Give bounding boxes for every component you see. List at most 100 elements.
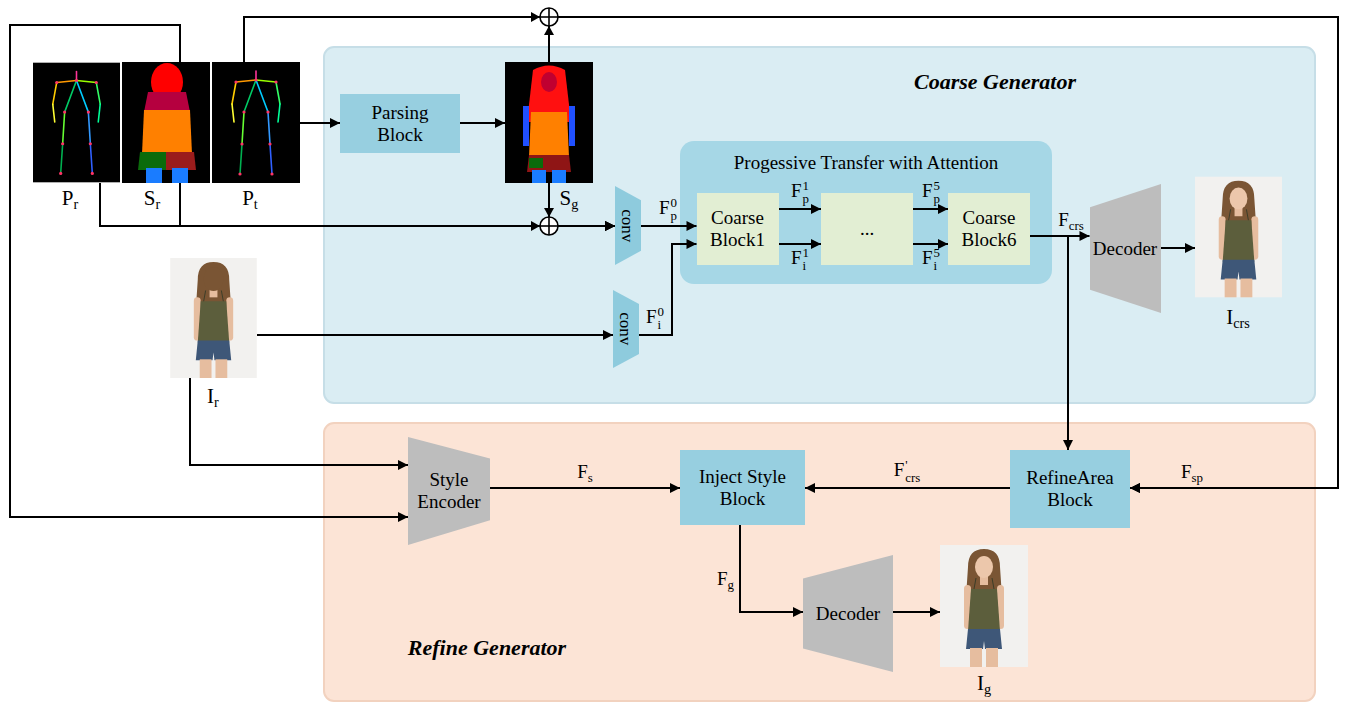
parsing-map xyxy=(138,152,168,170)
image-node: Sg xyxy=(505,62,593,183)
pose-map xyxy=(33,63,120,183)
subscript: r xyxy=(155,197,160,213)
connector xyxy=(740,525,803,612)
edge-label: Fp0 xyxy=(659,197,677,223)
sum-symbol xyxy=(548,217,550,235)
connector xyxy=(1030,236,1068,450)
trapezoid-block: Style Encoder xyxy=(408,437,490,545)
box-label: ... xyxy=(860,218,874,240)
parsing-map xyxy=(122,62,210,183)
connector xyxy=(893,611,940,613)
symbol-base: S xyxy=(560,186,572,210)
module-panel: Progessive Transfer with AttentionCoarse… xyxy=(680,141,1052,284)
index: p xyxy=(934,193,940,206)
index: ' xyxy=(905,459,907,472)
panel-ground xyxy=(324,423,1315,701)
edge-label: F'crs xyxy=(894,459,921,485)
image-node: Ir xyxy=(170,258,257,378)
connector xyxy=(549,17,1338,488)
process-box: ... xyxy=(821,193,913,265)
index: crs xyxy=(905,472,920,485)
sum-symbol xyxy=(531,208,558,235)
index: i xyxy=(803,260,807,273)
trapezoid-shape xyxy=(408,437,490,545)
block-label: conv xyxy=(616,312,636,345)
index: 0 xyxy=(671,197,677,210)
index-stack: i1 xyxy=(803,247,809,273)
symbol-base: P xyxy=(62,186,74,210)
parsing-map xyxy=(166,152,196,170)
trapezoid-block: Decoder xyxy=(1090,184,1161,313)
index: i xyxy=(934,260,938,273)
subscript: r xyxy=(214,395,219,411)
process-box: Coarse Block6 xyxy=(948,193,1030,265)
person-photo xyxy=(940,545,1028,667)
index-stack: p0 xyxy=(671,197,677,223)
image-caption: Icrs xyxy=(1226,305,1250,331)
parsing-map xyxy=(144,92,190,112)
trapezoid-block: Decoder xyxy=(803,555,893,672)
connector xyxy=(190,378,408,465)
sum-symbol xyxy=(531,12,540,22)
subscript: g xyxy=(728,577,734,592)
subscript: t xyxy=(254,197,258,213)
symbol-base: F xyxy=(894,459,905,480)
subscript: s xyxy=(588,470,593,485)
box-label: Parsing Block xyxy=(355,102,445,146)
symbol-base: S xyxy=(144,186,156,210)
edge-label: Fi0 xyxy=(646,306,664,332)
edge-label: Fsp xyxy=(1181,461,1203,485)
trapezoid-shape xyxy=(1090,184,1161,313)
image-caption: Sr xyxy=(144,186,160,212)
process-box: Coarse Block1 xyxy=(697,193,779,265)
symbol-base: F xyxy=(659,197,670,218)
box-label: Coarse Block1 xyxy=(703,207,773,251)
parsing-map xyxy=(505,62,593,183)
sum-symbol xyxy=(540,217,558,235)
image-caption: Pt xyxy=(242,186,258,212)
image-caption: Ir xyxy=(207,384,219,410)
sum-symbol xyxy=(548,8,550,26)
trapezoid-shape xyxy=(613,290,639,368)
parsing-map xyxy=(552,170,566,183)
parsing-map xyxy=(142,110,192,154)
symbol-base: I xyxy=(1226,305,1233,329)
symbol-base: F xyxy=(577,461,588,482)
connector xyxy=(1161,247,1196,249)
subscript: g xyxy=(571,197,578,213)
block-label: Decoder xyxy=(816,603,880,625)
symbol-base: P xyxy=(242,186,254,210)
index-stack: 'crs xyxy=(905,459,920,485)
person-photo xyxy=(204,267,224,291)
index-stack: i0 xyxy=(658,306,664,332)
symbol-base: F xyxy=(1058,209,1069,230)
connector xyxy=(300,122,340,124)
module-panel: Refine GeneratorStyle EncoderInject Styl… xyxy=(324,423,1315,700)
process-box: Parsing Block xyxy=(340,94,460,153)
connector xyxy=(244,17,1338,488)
index: p xyxy=(671,210,677,223)
subscript: crs xyxy=(1069,218,1084,233)
sum-symbol xyxy=(540,8,558,26)
parsing-map xyxy=(146,168,162,183)
connector xyxy=(641,225,697,227)
connector xyxy=(913,208,948,210)
symbol-base: F xyxy=(1181,461,1192,482)
connector xyxy=(490,487,680,489)
subscript: crs xyxy=(1233,316,1250,332)
edge-label: Fg xyxy=(717,568,734,592)
index: 0 xyxy=(658,306,664,319)
parsing-map xyxy=(541,72,557,92)
index-stack: p5 xyxy=(934,180,940,206)
index: 5 xyxy=(934,247,940,260)
edge-label: Fi1 xyxy=(791,247,809,273)
parsing-map xyxy=(529,158,543,168)
connector xyxy=(100,183,615,226)
symbol-base: F xyxy=(791,247,802,268)
index-stack: i5 xyxy=(934,247,940,273)
edge-label: Fcrs xyxy=(1058,209,1084,233)
symbol-base: F xyxy=(646,306,657,327)
